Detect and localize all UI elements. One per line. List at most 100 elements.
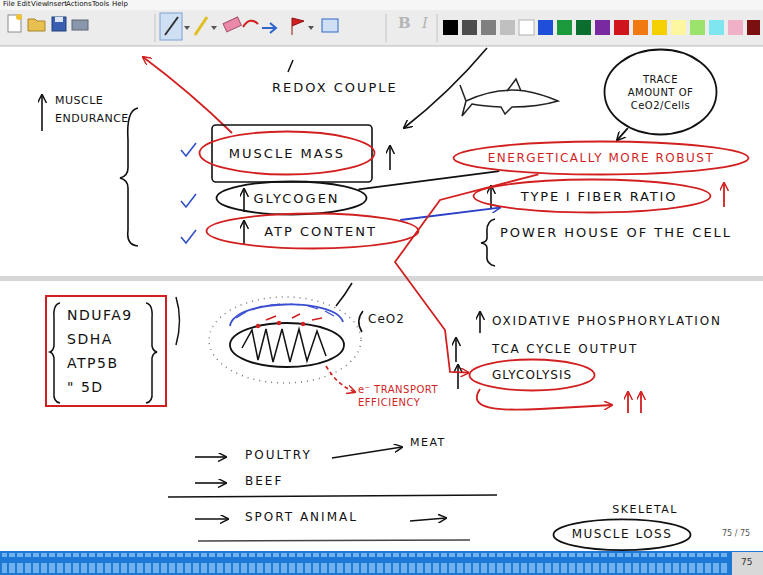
bold-button: B [398, 14, 411, 32]
oval-outline [207, 214, 419, 249]
note-text: REDOX COUPLE [272, 80, 398, 96]
dropdown-icon [308, 26, 314, 30]
save-icon-label [55, 17, 63, 22]
up-arrow [389, 146, 391, 170]
color-swatch [652, 20, 667, 35]
page-divider [0, 276, 763, 281]
red-loop: GLYCOLYSIS [468, 358, 596, 392]
color-swatch [538, 20, 553, 35]
color-swatch [481, 20, 496, 35]
oval-outline [470, 360, 595, 391]
curly-bracket [120, 108, 138, 246]
color-swatch [595, 20, 610, 35]
save-icon [52, 17, 66, 31]
italic-button: I [422, 14, 428, 32]
color-swatch [614, 20, 629, 35]
node-text: SDHA [67, 327, 113, 351]
print-icon [72, 20, 88, 30]
note-text: e⁻ TRANSPORT EFFICIENCY [358, 383, 458, 409]
ceo2-particle [277, 321, 281, 325]
oval-outline [605, 50, 717, 135]
color-swatch [728, 20, 743, 35]
color-swatch [443, 20, 458, 35]
menu-item: File [3, 0, 15, 8]
node-text: SKELETAL [612, 503, 678, 516]
shark-drawing [460, 85, 558, 116]
ink-arrow [143, 57, 232, 133]
node-text: MUSCLE LOSS [572, 526, 673, 542]
ink-arrow [326, 366, 355, 392]
ink-stroke [288, 60, 293, 72]
note-text: MUSCLE ENDURANCE [55, 92, 135, 127]
red-oval: ATP CONTENT [205, 212, 420, 250]
node-text: " 5D [67, 375, 104, 399]
red-oval: MUSCLE MASS [198, 130, 376, 176]
red-oval: ENERGETICALLY MORE ROBUST [452, 140, 750, 176]
check-mark [181, 143, 196, 156]
check-mark [181, 194, 196, 207]
page-bar [0, 551, 763, 575]
node-text: ENERGETICALLY MORE ROBUST [488, 150, 715, 166]
leader-line [359, 311, 363, 332]
lasso-icon [243, 21, 258, 27]
black-circle: TRACE AMOUNT OF CeO2/Cells [603, 48, 718, 136]
connector [400, 208, 500, 220]
ceo2-particle [301, 322, 305, 326]
arrow-icon [262, 23, 276, 33]
mitochondrion-inner-membrane [230, 323, 344, 367]
menu-bar [0, 0, 763, 10]
muscle-loss-oval: SKELETAL MUSCLE LOSS [552, 503, 692, 551]
oval-outline [454, 142, 749, 175]
dropdown-icon [211, 26, 217, 30]
ink-arrow [332, 447, 402, 458]
ceo2-mark [266, 314, 322, 320]
node-text: ATP5B [67, 351, 119, 375]
bullet-arrow [195, 456, 226, 458]
curly-bracket [481, 219, 495, 266]
color-swatch [557, 20, 572, 35]
node-text: MUSCLE MASS [229, 145, 345, 162]
ink-arrow [410, 518, 446, 521]
note-text: SPORT ANIMAL [245, 510, 358, 524]
up-arrow [455, 338, 457, 362]
toolbar-separator [386, 14, 387, 42]
gene-box: NDUFA9SDHAATP5B" 5D [45, 295, 167, 407]
note-text: POULTRY [245, 448, 312, 462]
color-swatch [709, 20, 724, 35]
oval-outline [200, 132, 375, 175]
color-swatch [747, 20, 760, 35]
check-mark [181, 230, 196, 243]
node-text: GLYCOGEN [253, 190, 339, 207]
color-swatch [690, 20, 705, 35]
node-text: TRACE AMOUNT OF CeO2/Cells [625, 73, 697, 112]
ink-box [212, 125, 372, 182]
color-swatch [462, 20, 477, 35]
up-arrow [627, 392, 629, 413]
ink-stroke [336, 283, 352, 306]
bullet-arrow [195, 482, 226, 484]
menu-item: Insert [47, 0, 67, 8]
up-arrow [243, 189, 245, 212]
new-icon-star [16, 14, 22, 20]
curly-bracket [146, 303, 157, 403]
color-swatch [576, 20, 591, 35]
ceo2-particle [256, 324, 260, 328]
eraser-icon [223, 17, 241, 32]
color-swatch [671, 20, 686, 35]
color-swatch [500, 20, 515, 35]
up-arrow [243, 221, 245, 245]
up-arrow [723, 183, 725, 207]
menu-item: Actions [66, 0, 92, 8]
rule-line [168, 495, 497, 497]
open-icon [28, 19, 45, 31]
pen-icon [165, 17, 178, 35]
red-oval: TYPE I FIBER RATIO [472, 178, 712, 214]
menu-item: Edit [17, 0, 31, 8]
node-text: ATP CONTENT [264, 223, 377, 240]
color-swatch [633, 20, 648, 35]
oval-outline [217, 182, 367, 215]
bullet-arrow [195, 518, 228, 520]
page-number-box [732, 552, 763, 575]
highlighter-icon [195, 17, 207, 35]
